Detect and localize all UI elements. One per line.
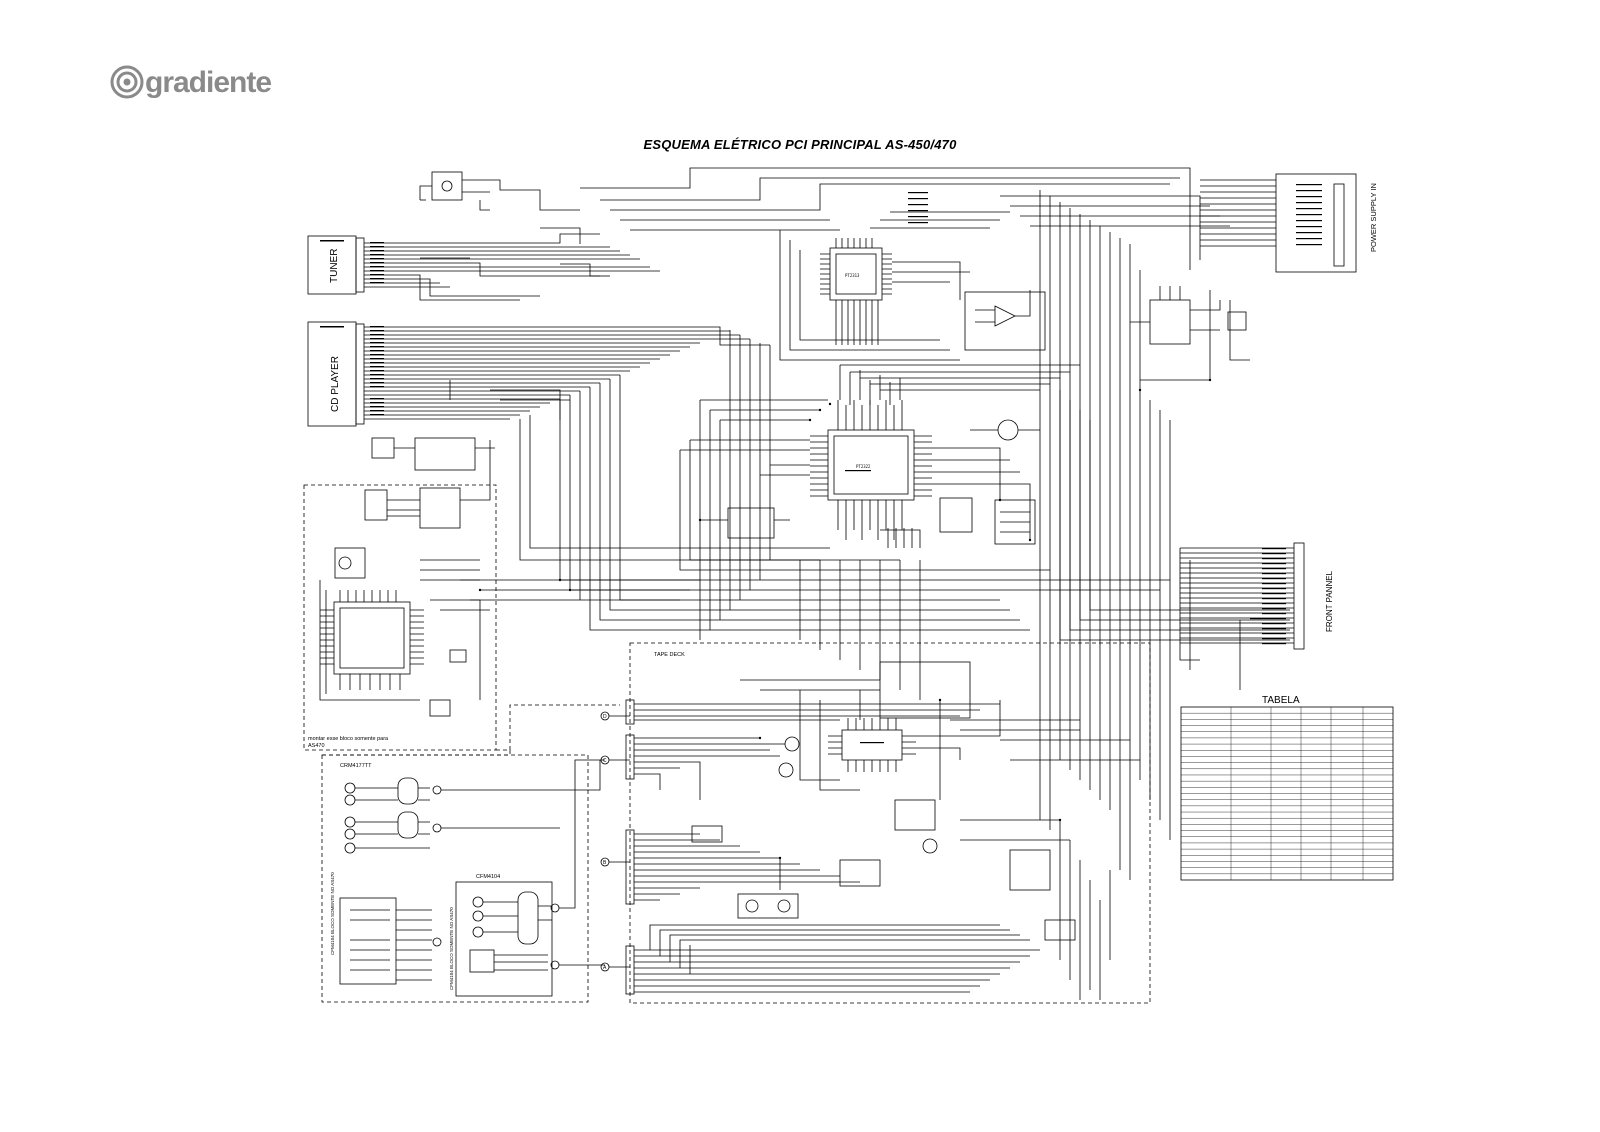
head-2-label: CFM4104 (476, 874, 500, 880)
gradiente-logo: gradiente (110, 65, 272, 99)
tape-deck-label: TAPE DECK (654, 652, 685, 658)
heads-block: CRM4177TT CFM4104 CFM4104 BLOCO SOMENTE … (321, 754, 605, 1003)
head-1-label: CRM4177TT (340, 763, 372, 769)
power-supply-connector: POWER SUPPLY IN (1200, 173, 1378, 273)
tape-deck-block: TAPE DECK (625, 642, 1151, 1004)
cd-player-block: CD PLAYER (307, 321, 365, 427)
top-ic-label: PT2313 (845, 273, 860, 278)
junction-dots (478, 378, 1212, 860)
tuner-label: TUNER (329, 249, 340, 283)
as470-note-line2: AS470 (308, 743, 325, 749)
tuner-block: TUNER (307, 235, 365, 295)
logo-mark-icon (110, 65, 144, 99)
cfm-vertical-note: CFM4104 BLOCO SOMENTE NO AS470 (449, 907, 454, 990)
as470-note-line1: montar esse bloco somente para (308, 736, 389, 742)
tabela-title: TABELA (1262, 695, 1300, 706)
tuner-bus (364, 233, 660, 301)
main-ic-periphery (679, 399, 1050, 571)
tag-d: D (603, 714, 607, 720)
tag-b: B (603, 860, 607, 866)
connector-tags (600, 711, 630, 972)
cd-bus (364, 326, 770, 420)
input-switch (419, 171, 580, 211)
left-middle-subblocks (364, 437, 495, 529)
cd-to-main-bus (449, 375, 1170, 631)
as470-block: montar esse bloco somente para AS470 (303, 484, 497, 751)
page-title: ESQUEMA ELÉTRICO PCI PRINCIPAL AS-450/47… (643, 137, 957, 152)
cd-player-label: CD PLAYER (330, 356, 341, 412)
main-ic-label: PT2322 (856, 464, 871, 469)
as470-link (496, 704, 620, 751)
crm-vertical-note: CFM4104 BLOCO SOMENTE NO AS470 (330, 872, 335, 955)
brand-name: gradiente (145, 66, 271, 99)
component-annotations (320, 184, 1322, 744)
opamp-block (964, 290, 1046, 351)
tag-c: C (603, 758, 607, 764)
heads-top-dash (322, 750, 511, 756)
tag-a: A (603, 965, 607, 971)
main-ic (810, 364, 1080, 540)
tabela (1180, 706, 1394, 881)
top-ic (779, 211, 1010, 361)
regulator-block (1130, 270, 1250, 390)
vertical-trunks (699, 330, 1290, 840)
front-panel-connector: FRONT PANNEL (1179, 542, 1334, 690)
power-supply-label: POWER SUPPLY IN (1369, 183, 1378, 252)
front-panel-label: FRONT PANNEL (1325, 570, 1334, 632)
